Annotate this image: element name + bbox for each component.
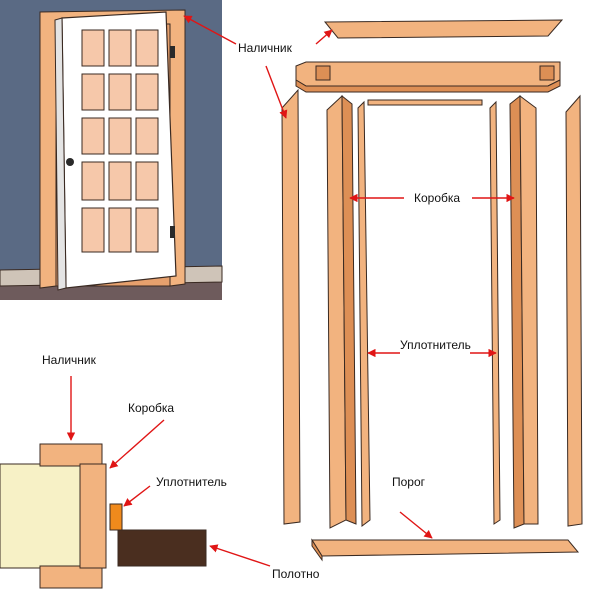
arrow-detail-uplotnitel xyxy=(123,485,151,507)
right-jamb xyxy=(519,94,539,525)
installed-door-illustration xyxy=(0,0,223,300)
right-seal xyxy=(489,100,501,525)
top-frame-notch-right xyxy=(539,65,555,81)
label-nalichnik-top: Наличник xyxy=(238,41,293,55)
section-detail xyxy=(0,443,207,589)
arrow-porog xyxy=(399,511,433,539)
left-jamb-side xyxy=(341,94,357,525)
label-korobka-main: Коробка xyxy=(414,191,460,205)
threshold-board xyxy=(311,539,580,557)
label-korobka-detail: Коробка xyxy=(128,401,174,415)
top-frame-notch-left xyxy=(315,65,331,81)
left-casing xyxy=(281,88,301,525)
label-polotno: Полотно xyxy=(272,567,320,581)
door-hinge-bottom xyxy=(170,226,175,238)
right-casing xyxy=(565,94,583,527)
detail-casing-top xyxy=(39,443,103,467)
arrow-detail-polotno xyxy=(209,544,271,567)
label-nalichnik-detail: Наличник xyxy=(42,353,97,367)
left-seal xyxy=(357,100,371,527)
label-uplotnitel-main: Уплотнитель xyxy=(400,338,471,352)
top-seal-strip xyxy=(367,99,483,106)
detail-seal xyxy=(109,503,123,531)
detail-door-blade xyxy=(117,529,207,567)
labels: Наличник Коробка Уплотнитель Порог Налич… xyxy=(42,41,471,581)
door-knob xyxy=(66,158,74,166)
label-uplotnitel-detail: Уплотнитель xyxy=(156,475,227,489)
wall-section xyxy=(0,463,81,569)
exploded-frame xyxy=(281,19,583,562)
detail-casing-bottom xyxy=(39,565,103,589)
detail-jamb xyxy=(79,463,107,569)
top-casing-board xyxy=(323,19,564,39)
label-porog: Порог xyxy=(392,475,426,489)
top-frame-bar xyxy=(295,61,561,87)
arrow-nalichnik-to-left-casing xyxy=(265,65,288,119)
arrow-nalichnik-to-top xyxy=(315,29,333,45)
door-leaf-edge xyxy=(54,17,67,291)
arrow-nalichnik-to-door xyxy=(183,15,237,45)
callout-arrows xyxy=(66,15,515,567)
door-glass-panes xyxy=(81,29,159,253)
threshold-front xyxy=(311,538,323,562)
top-frame-bar-front xyxy=(295,79,561,93)
door-hinge-top xyxy=(170,46,175,58)
arrow-detail-korobka xyxy=(109,419,165,469)
